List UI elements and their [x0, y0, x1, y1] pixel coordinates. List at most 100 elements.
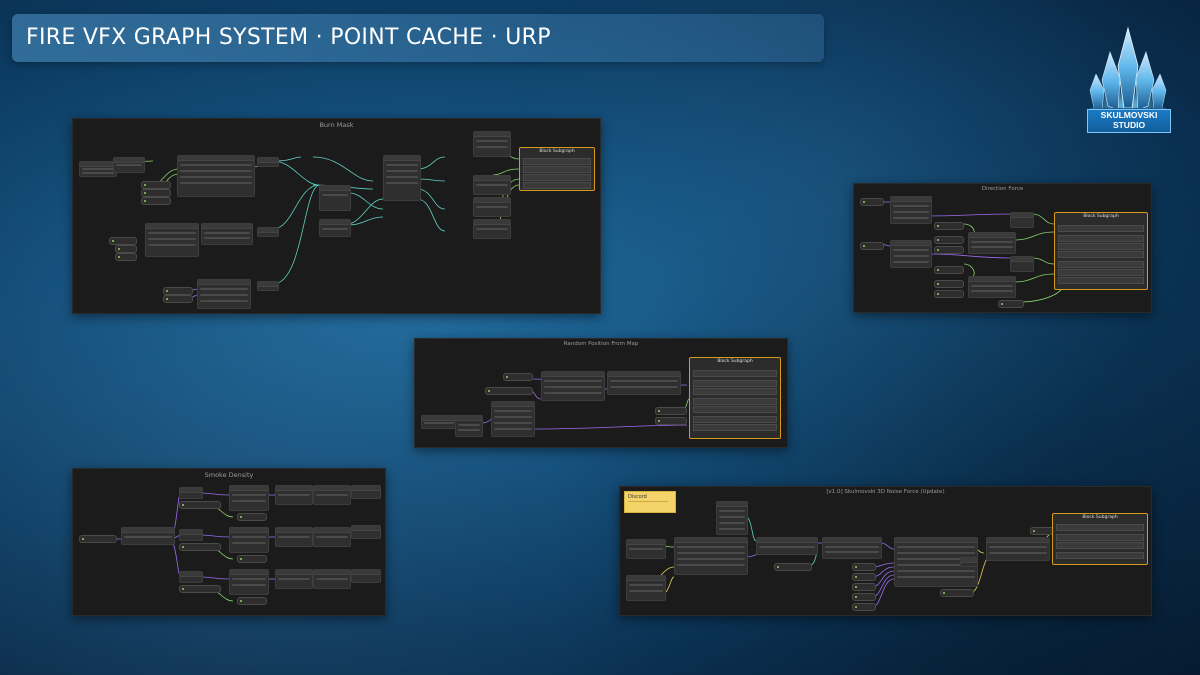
random-position-node-d[interactable]: [541, 371, 605, 401]
discord-sticky-note[interactable]: Discord: [624, 491, 676, 513]
smoke-density-node-main[interactable]: [121, 527, 175, 545]
smoke-density-param-b3[interactable]: [237, 597, 267, 605]
direction-force-param-3[interactable]: [934, 222, 964, 230]
direction-force-node-c[interactable]: [968, 232, 1016, 254]
smoke-density-param-input[interactable]: [79, 535, 117, 543]
noise-force-param-1[interactable]: [774, 563, 812, 571]
noise-force-node-h[interactable]: [986, 537, 1050, 561]
direction-force-node-d[interactable]: [968, 276, 1016, 298]
smoke-density-node-a3[interactable]: [179, 571, 203, 583]
noise-force-node-c[interactable]: [674, 537, 748, 575]
random-position-graph-panel[interactable]: Random Position From Map Block Subgraph: [414, 338, 788, 448]
smoke-density-param-a3[interactable]: [179, 585, 221, 593]
smoke-density-node-b2[interactable]: [229, 527, 269, 553]
burn-mask-node-p[interactable]: [473, 219, 511, 239]
burn-mask-node-h[interactable]: [201, 223, 253, 245]
smoke-density-node-c1[interactable]: [275, 485, 313, 505]
burn-mask-param-3[interactable]: [141, 197, 171, 205]
burn-mask-param-6[interactable]: [115, 253, 137, 261]
direction-force-node-e[interactable]: [1010, 212, 1034, 228]
burn-mask-param-1[interactable]: [141, 181, 171, 189]
direction-force-graph-panel[interactable]: Direction Force Block Subgraph: [853, 183, 1152, 313]
smoke-density-node-e2[interactable]: [351, 525, 381, 539]
burn-mask-graph-panel[interactable]: Burn Mask: [72, 118, 601, 314]
burn-mask-node-m[interactable]: [473, 131, 511, 157]
burn-mask-node-b[interactable]: [113, 157, 145, 173]
burn-mask-param-8[interactable]: [163, 295, 193, 303]
burn-mask-node-f[interactable]: [257, 281, 279, 291]
burn-mask-node-l[interactable]: [383, 155, 421, 201]
noise-force-param-6[interactable]: [852, 603, 876, 611]
burn-mask-param-2[interactable]: [141, 189, 171, 197]
burn-mask-block-title: Block Subgraph: [539, 149, 575, 154]
smoke-density-node-a1[interactable]: [179, 487, 203, 499]
direction-force-node-a[interactable]: [890, 196, 932, 224]
noise-force-param-3[interactable]: [852, 573, 876, 581]
smoke-density-node-d2[interactable]: [313, 527, 351, 547]
burn-mask-node-i[interactable]: [197, 279, 251, 309]
smoke-density-param-b2[interactable]: [237, 555, 267, 563]
random-position-param-4[interactable]: [655, 417, 687, 425]
smoke-density-node-b3[interactable]: [229, 569, 269, 595]
direction-force-param-1[interactable]: [860, 198, 884, 206]
smoke-density-node-b1[interactable]: [229, 485, 269, 511]
burn-mask-node-e[interactable]: [257, 227, 279, 237]
smoke-density-node-a2[interactable]: [179, 529, 203, 541]
direction-force-param-5[interactable]: [934, 246, 964, 254]
noise-force-param-4[interactable]: [852, 583, 876, 591]
burn-mask-node-g[interactable]: [145, 223, 199, 257]
noise-force-node-top[interactable]: [716, 501, 748, 535]
burn-mask-node-n[interactable]: [473, 175, 511, 195]
burn-mask-node-o[interactable]: [473, 197, 511, 217]
smoke-density-node-d1[interactable]: [313, 485, 351, 505]
direction-force-param-7[interactable]: [934, 280, 964, 288]
burn-mask-param-4[interactable]: [109, 237, 137, 245]
smoke-density-param-a2[interactable]: [179, 543, 221, 551]
noise-force-node-e[interactable]: [822, 537, 882, 559]
burn-mask-node-k[interactable]: [319, 219, 351, 237]
noise-force-node-b[interactable]: [626, 575, 666, 601]
noise-force-param-2[interactable]: [852, 563, 876, 571]
smoke-density-node-c2[interactable]: [275, 527, 313, 547]
smoke-density-node-c3[interactable]: [275, 569, 313, 589]
random-position-param-3[interactable]: [655, 407, 687, 415]
burn-mask-block-subgraph[interactable]: Block Subgraph: [519, 147, 595, 191]
noise-force-block-subgraph[interactable]: Block Subgraph: [1052, 513, 1148, 565]
direction-force-node-b[interactable]: [890, 240, 932, 268]
random-position-block-subgraph[interactable]: Block Subgraph: [689, 357, 781, 439]
direction-force-param-9[interactable]: [998, 300, 1024, 308]
burn-mask-node-a[interactable]: [79, 161, 117, 177]
random-position-block-title: Block Subgraph: [717, 359, 753, 364]
random-position-node-a[interactable]: [421, 415, 457, 429]
noise-force-param-5[interactable]: [852, 593, 876, 601]
smoke-density-node-e1[interactable]: [351, 485, 381, 499]
smoke-density-param-a1[interactable]: [179, 501, 221, 509]
burn-mask-node-d[interactable]: [257, 157, 279, 167]
noise-force-param-7[interactable]: [940, 589, 974, 597]
noise-force-node-g[interactable]: [960, 557, 978, 567]
direction-force-param-2[interactable]: [860, 242, 884, 250]
burn-mask-node-j[interactable]: [319, 185, 351, 211]
random-position-node-c[interactable]: [491, 401, 535, 437]
direction-force-param-8[interactable]: [934, 290, 964, 298]
direction-force-param-6[interactable]: [934, 266, 964, 274]
smoke-density-graph-panel[interactable]: Smoke Density: [72, 468, 386, 616]
direction-force-param-4[interactable]: [934, 236, 964, 244]
burn-mask-param-7[interactable]: [163, 287, 193, 295]
burn-mask-param-5[interactable]: [115, 245, 137, 253]
burn-mask-node-c[interactable]: [177, 155, 255, 197]
direction-force-node-f[interactable]: [1010, 256, 1034, 272]
random-position-node-e[interactable]: [607, 371, 681, 395]
smoke-density-node-d3[interactable]: [313, 569, 351, 589]
random-position-param-2[interactable]: [485, 387, 533, 395]
random-position-param-1[interactable]: [503, 373, 533, 381]
noise-force-node-d[interactable]: [756, 537, 818, 555]
smoke-density-param-b1[interactable]: [237, 513, 267, 521]
smoke-density-node-e3[interactable]: [351, 569, 381, 583]
noise-force-block-title: Block Subgraph: [1082, 515, 1118, 520]
noise-force-title: [v1.0] Skulmovski 3D Noise Force (Update…: [826, 489, 945, 495]
noise-force-node-a[interactable]: [626, 539, 666, 559]
direction-force-block-subgraph[interactable]: Block Subgraph: [1054, 212, 1148, 290]
noise-force-graph-panel[interactable]: [v1.0] Skulmovski 3D Noise Force (Update…: [619, 486, 1152, 616]
random-position-node-b[interactable]: [455, 415, 483, 437]
